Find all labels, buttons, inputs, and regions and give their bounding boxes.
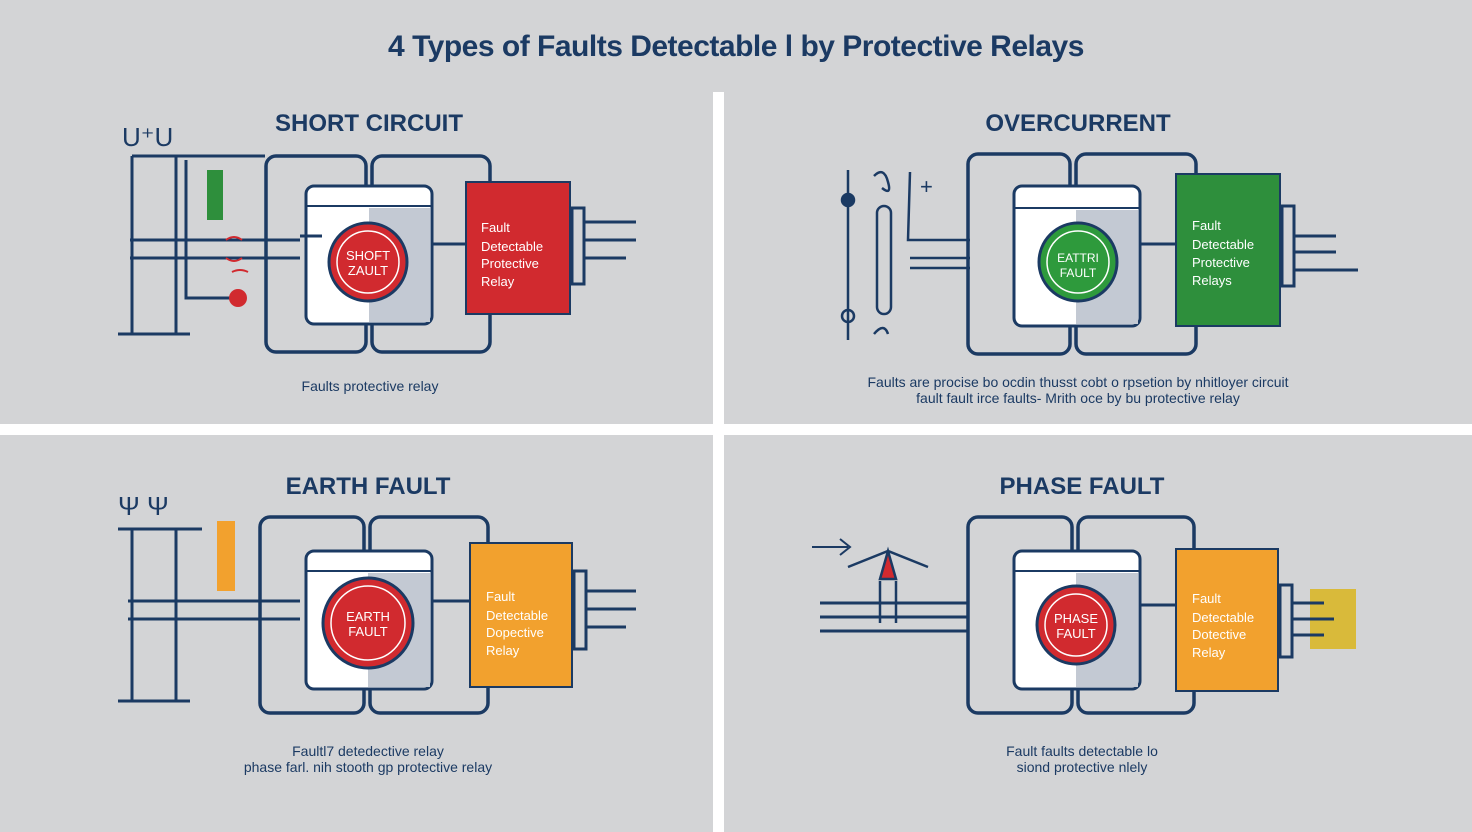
relay-diagram: PHASE FAULT Fault Detectable Dotective R… xyxy=(812,515,1356,715)
caption-line-1: Faultl7 detedective relay xyxy=(292,743,444,759)
output-terminals xyxy=(1280,204,1358,288)
relay-diagram: + EATTRI FAULT Fault Detectable Protecti… xyxy=(840,152,1358,356)
relay-diagram: Ψ Ψ EARTH FAULT Fault Detectable Dopecti… xyxy=(118,491,636,715)
box-line-2: Detectable xyxy=(1192,237,1254,252)
box-line-1: Fault xyxy=(1192,218,1221,233)
box-line-3: Protective xyxy=(1192,255,1250,270)
output-terminals xyxy=(572,569,636,651)
fault-button[interactable] xyxy=(1035,584,1117,666)
panel-phase-fault: PHASE FAULT PHASE FAULT Fault Detect xyxy=(724,435,1472,832)
pylon-icon xyxy=(847,546,929,623)
fault-button[interactable] xyxy=(1037,221,1119,303)
panel-overcurrent: OVERCURRENT + EATTRI FAULT Fault Detecta… xyxy=(724,0,1472,424)
caption-line-2: siond protective nlely xyxy=(1016,759,1148,775)
panel-title: PHASE FAULT xyxy=(999,473,1165,500)
symbol-text: U⁺U xyxy=(122,122,173,152)
output-terminals xyxy=(570,206,636,286)
panel-caption: Fault faults detectable lo siond protect… xyxy=(932,743,1232,775)
busbar xyxy=(118,154,300,336)
indicator-strip xyxy=(207,170,223,220)
box-line-4: Relays xyxy=(1192,273,1232,288)
indicator-strip xyxy=(217,521,235,591)
relay-diagram: U⁺U SHOFT ZAULT Fault xyxy=(118,122,636,354)
button-label-line1: PHASE xyxy=(1054,611,1098,626)
box-line-3: Dotective xyxy=(1192,627,1246,642)
caption-line-1: Faults protective relay xyxy=(301,378,439,394)
panel-title: OVERCURRENT xyxy=(985,110,1171,137)
box-line-2: Detectable xyxy=(1192,610,1254,625)
fault-point-icon xyxy=(229,289,247,307)
button-label-line2: ZAULT xyxy=(348,263,388,278)
status-box xyxy=(1175,548,1279,692)
fault-button[interactable] xyxy=(321,576,415,670)
busbar xyxy=(820,601,968,633)
button-label-line2: FAULT xyxy=(348,624,388,639)
status-box xyxy=(469,542,573,688)
box-line-2: Detectable xyxy=(481,239,543,254)
status-box xyxy=(465,181,571,315)
status-box xyxy=(1175,173,1281,327)
panel-caption: Faults protective relay xyxy=(220,378,520,394)
panel-title: EARTH FAULT xyxy=(285,473,451,500)
box-line-1: Fault xyxy=(1192,591,1221,606)
button-label-line2: FAULT xyxy=(1060,266,1097,280)
box-line-3: Protective xyxy=(481,256,539,271)
arrow-icon xyxy=(812,538,852,556)
panel-short-circuit: SHORT CIRCUIT U⁺U SHOFT Z xyxy=(0,0,713,424)
panel-earth-fault: EARTH FAULT Ψ Ψ EARTH FAULT Fault Detect… xyxy=(0,435,713,832)
caption-line-2: fault fault irce faults- Mrith oce by bu… xyxy=(916,390,1240,406)
horizontal-divider xyxy=(0,424,1472,435)
busbar xyxy=(118,527,300,703)
button-label-line1: EARTH xyxy=(346,609,390,624)
output-terminals xyxy=(1278,583,1334,659)
panel-title: SHORT CIRCUIT xyxy=(275,110,463,137)
fault-button[interactable] xyxy=(327,221,409,303)
box-line-3: Dopective xyxy=(486,625,544,640)
fuse-symbols xyxy=(840,170,970,340)
box-line-4: Relay xyxy=(481,274,515,289)
button-label-line1: SHOFT xyxy=(346,248,390,263)
symbol-text: + xyxy=(920,174,933,199)
caption-line-1: Fault faults detectable lo xyxy=(1006,743,1158,759)
box-line-4: Relay xyxy=(1192,645,1226,660)
panel-caption: Faultl7 detedective relay phase farl. ni… xyxy=(218,743,518,775)
box-line-2: Detectable xyxy=(486,608,548,623)
wire-fault-marks xyxy=(225,236,249,273)
symbol-text: Ψ Ψ xyxy=(118,491,169,521)
box-line-1: Fault xyxy=(486,589,515,604)
box-line-1: Fault xyxy=(481,220,510,235)
panel-caption: Faults are procise bo ocdin thusst cobt … xyxy=(758,374,1398,406)
vertical-divider xyxy=(713,92,724,832)
button-label-line2: FAULT xyxy=(1056,626,1096,641)
box-line-4: Relay xyxy=(486,643,520,658)
main-title: 4 Types of Faults Detectable l by Protec… xyxy=(388,30,1084,63)
caption-line-1: Faults are procise bo ocdin thusst cobt … xyxy=(867,374,1289,390)
caption-line-2: phase farl. nih stooth gp protective rel… xyxy=(243,759,493,775)
button-label-line1: EATTRI xyxy=(1057,251,1099,265)
